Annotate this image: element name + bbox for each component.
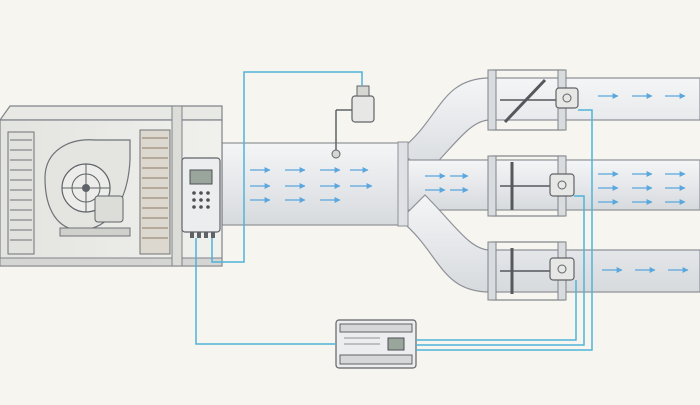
damper-2-actuator — [549, 173, 575, 197]
signal-wires — [195, 71, 593, 351]
wire-controller-to-plc — [195, 238, 336, 345]
heating-coil-icon — [139, 129, 171, 255]
controller-display — [189, 169, 213, 185]
damper-1-actuator — [555, 87, 579, 109]
damper-3-actuator — [549, 257, 575, 281]
main-duct — [221, 141, 409, 227]
main-duct-arrows — [250, 167, 469, 203]
branch-duct-top — [399, 77, 700, 176]
plc-module — [335, 319, 417, 369]
wire-plc-to-damper-3 — [416, 280, 577, 341]
wire-plc-to-damper-2 — [416, 195, 585, 346]
pressure-sensor — [331, 85, 375, 159]
blower-fan-icon — [44, 139, 131, 237]
fan-controller — [181, 157, 221, 238]
airflow-arrows — [250, 93, 689, 273]
coil-filter-icon — [7, 131, 35, 255]
branch-2-arrows — [598, 171, 686, 205]
air-handling-unit — [0, 105, 223, 267]
wire-plc-to-damper-1 — [416, 109, 593, 351]
wire-sensor-to-controller — [211, 71, 363, 263]
